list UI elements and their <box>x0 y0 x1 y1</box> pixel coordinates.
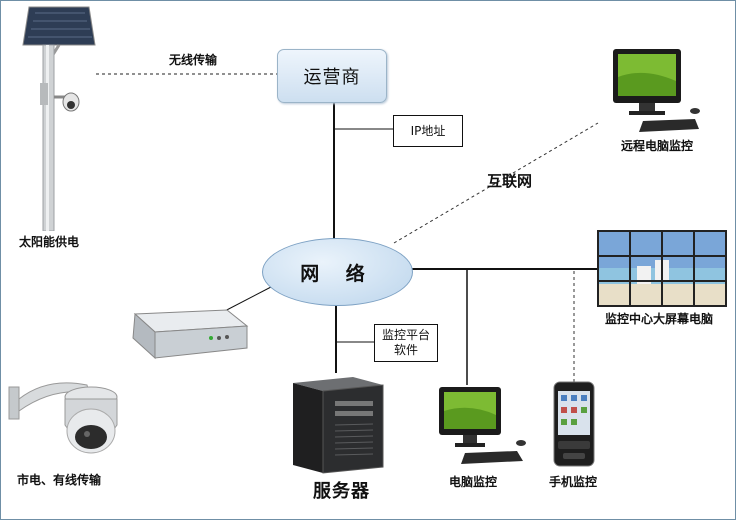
network-label: 网 络 <box>300 262 375 285</box>
server-icon <box>293 377 384 474</box>
remote-pc-label: 远程电脑监控 <box>621 139 694 153</box>
network-node: 网 络 <box>262 238 413 306</box>
solar-panel-icon <box>22 6 96 46</box>
video-wall-icon <box>597 230 727 307</box>
pc-monitor-icon <box>439 387 526 464</box>
mobile-phone-icon <box>553 381 595 467</box>
phone-monitor-label: 手机监控 <box>549 475 598 489</box>
platform-software-label: 监控平台软件 <box>382 328 431 357</box>
internet-label: 互联网 <box>487 172 533 190</box>
mains-camera-label: 市电、有线传输 <box>17 473 102 487</box>
carrier-node: 运营商 <box>277 49 387 103</box>
carrier-label: 运营商 <box>303 67 361 88</box>
ip-address-box: IP地址 <box>393 115 463 147</box>
video-wall-label: 监控中心大屏幕电脑 <box>605 312 714 326</box>
remote-pc-icon <box>613 49 700 132</box>
server-label: 服务器 <box>313 481 370 502</box>
solar-label: 太阳能供电 <box>19 235 80 249</box>
wireless-label: 无线传输 <box>169 53 218 67</box>
ptz-camera-icon <box>8 382 118 454</box>
nvr-link <box>218 286 272 315</box>
ip-address-label: IP地址 <box>410 123 446 138</box>
nvr-device-icon <box>132 309 249 360</box>
platform-software-box: 监控平台软件 <box>374 324 438 362</box>
pc-monitor-label: 电脑监控 <box>449 475 498 489</box>
solar-camera-pole <box>22 6 96 231</box>
